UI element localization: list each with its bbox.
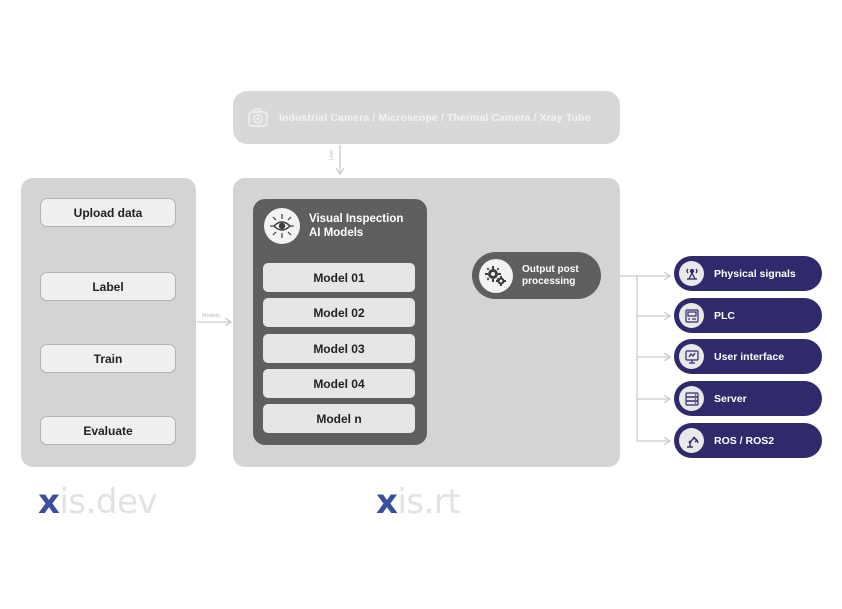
models-label: Models (202, 313, 220, 319)
server-icon (679, 386, 704, 411)
logo-prefix: x (376, 482, 398, 522)
camera-source-bar: Industrial Camera / Microscope / Thermal… (233, 91, 620, 144)
output-ros: ROS / ROS2 (674, 423, 822, 458)
model-03: Model 03 (263, 334, 415, 363)
logo-rest: is.rt (397, 482, 461, 522)
camera-source-label: Industrial Camera / Microscope / Thermal… (279, 111, 591, 124)
eye-chip-icon (264, 208, 300, 244)
ai-models-title-line1: Visual Inspection (309, 213, 404, 225)
output-label: Server (714, 392, 747, 405)
gears-icon (479, 258, 513, 293)
output-physical-signals: Physical signals (674, 256, 822, 291)
output-label: Physical signals (714, 267, 796, 280)
output-label: PLC (714, 309, 735, 322)
step-label: Label (40, 272, 176, 301)
step-evaluate: Evaluate (40, 416, 176, 445)
output-label: ROS / ROS2 (714, 434, 775, 447)
step-upload-data: Upload data (40, 198, 176, 227)
model-n: Model n (263, 404, 415, 433)
model-01: Model 01 (263, 263, 415, 292)
xis-dev-logo: xis.dev (38, 482, 158, 522)
post-line1: Output post (522, 263, 579, 275)
output-arrows (602, 276, 670, 441)
camera-icon (247, 107, 269, 129)
output-post-processing: Output post processing (472, 252, 601, 299)
step-train: Train (40, 344, 176, 373)
output-user-interface: User interface (674, 339, 822, 374)
output-post-processing-label: Output post processing (522, 264, 579, 288)
ai-models-title-line2: AI Models (309, 227, 364, 239)
signal-icon (679, 261, 704, 286)
output-plc: PLC (674, 298, 822, 333)
logo-prefix: x (38, 482, 60, 522)
model-02: Model 02 (263, 298, 415, 327)
monitor-icon (679, 344, 704, 369)
output-label: User interface (714, 350, 785, 363)
robot-arm-icon (679, 428, 704, 453)
plc-icon (679, 303, 704, 328)
logo-rest: is.dev (59, 482, 158, 522)
live-label: Live (329, 149, 336, 161)
xis-rt-logo: xis.rt (376, 482, 461, 522)
post-line2: processing (522, 275, 576, 287)
model-04: Model 04 (263, 369, 415, 398)
output-server: Server (674, 381, 822, 416)
ai-models-title: Visual Inspection AI Models (309, 212, 424, 240)
